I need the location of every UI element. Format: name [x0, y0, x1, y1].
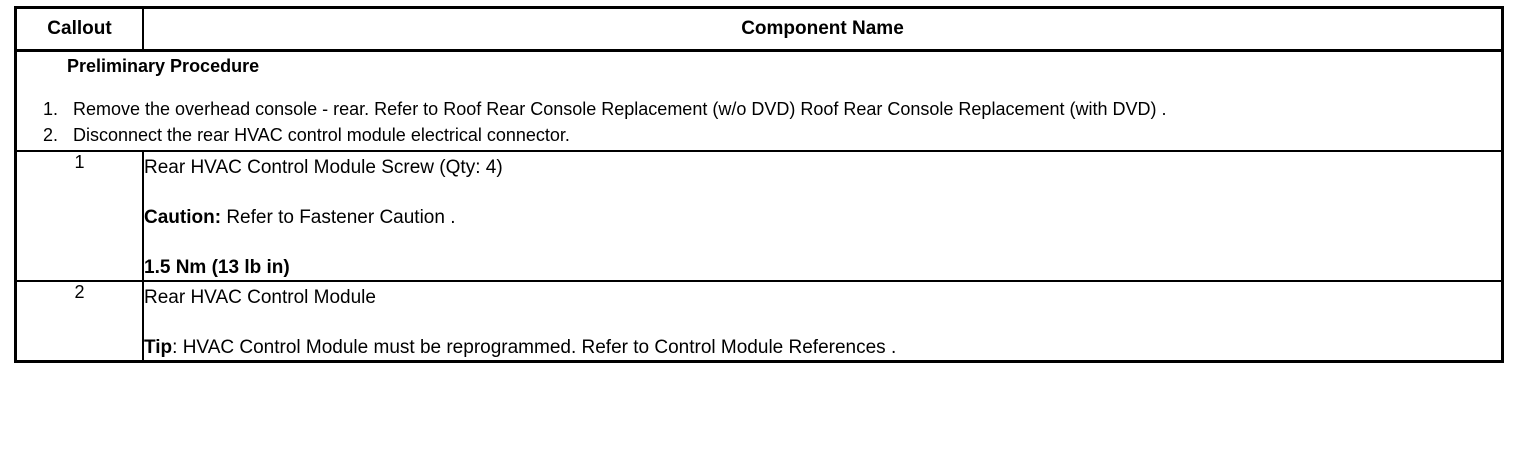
list-item: Disconnect the rear HVAC control module …	[63, 123, 1501, 148]
preliminary-step-list: Remove the overhead console - rear. Refe…	[17, 97, 1501, 148]
callout-number: 2	[17, 281, 144, 360]
tip-label: Tip	[144, 337, 173, 358]
tip-text: : HVAC Control Module must be reprogramm…	[172, 337, 897, 358]
header-callout: Callout	[17, 9, 144, 52]
component-table: Callout Component Name Preliminary Proce…	[17, 9, 1501, 360]
preliminary-procedure-title: Preliminary Procedure	[67, 56, 260, 76]
header-component-name: Component Name	[143, 9, 1501, 52]
component-callout-table: Callout Component Name Preliminary Proce…	[14, 6, 1504, 363]
list-item: Remove the overhead console - rear. Refe…	[63, 97, 1501, 122]
table-row: 2 Rear HVAC Control Module Tip: HVAC Con…	[17, 281, 1501, 360]
caution-label: Caution:	[144, 207, 222, 228]
caution-note: Caution: Refer to Fastener Caution .	[144, 206, 1501, 230]
component-cell: Rear HVAC Control Module Screw (Qty: 4) …	[143, 151, 1501, 282]
preliminary-procedure-cell: Preliminary Procedure Remove the overhea…	[17, 50, 1501, 152]
tip-note: Tip: HVAC Control Module must be reprogr…	[144, 336, 1501, 360]
callout-number: 1	[17, 151, 144, 282]
preliminary-procedure-row: Preliminary Procedure Remove the overhea…	[17, 50, 1501, 152]
table-row: 1 Rear HVAC Control Module Screw (Qty: 4…	[17, 151, 1501, 282]
component-cell: Rear HVAC Control Module Tip: HVAC Contr…	[143, 281, 1501, 360]
component-name-text: Rear HVAC Control Module Screw (Qty: 4)	[144, 157, 503, 178]
caution-text: Refer to Fastener Caution .	[221, 207, 456, 228]
component-name-text: Rear HVAC Control Module	[144, 287, 376, 308]
torque-spec: 1.5 Nm (13 lb in)	[144, 257, 290, 278]
table-header-row: Callout Component Name	[17, 9, 1501, 52]
